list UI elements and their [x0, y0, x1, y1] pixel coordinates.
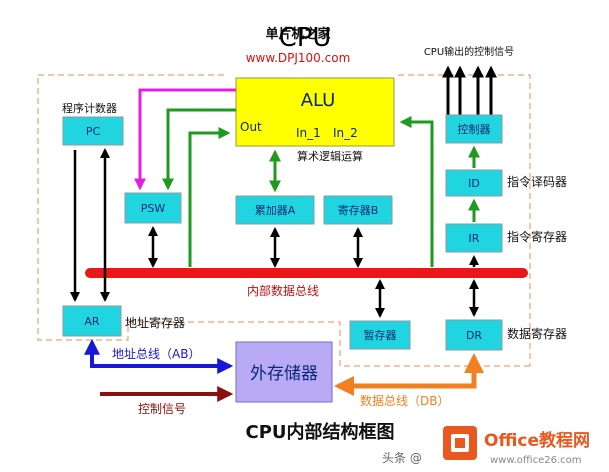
watermark-cpu-overlay: CPU — [279, 23, 332, 53]
register-b — [323, 195, 393, 225]
psw-label: PSW — [141, 202, 166, 215]
controller — [445, 114, 503, 144]
data-bus-arrow — [334, 353, 484, 396]
pc-register — [62, 116, 124, 146]
controller-label: 控制器 — [458, 122, 491, 136]
address-bus-arrow — [84, 338, 234, 374]
cpu-output-label: CPU输出的控制信号 — [424, 45, 514, 58]
green-arrows — [162, 108, 480, 267]
alu-in2-label: In_2 — [333, 126, 358, 140]
address-bus-label: 地址总线（AB） — [112, 347, 200, 361]
data-bus-label: 数据总线（DB） — [360, 393, 449, 408]
instruction-register — [445, 223, 503, 253]
dr-label: DR — [466, 329, 482, 342]
temp-register-label: 暂存器 — [364, 328, 397, 342]
pc-label: PC — [86, 125, 101, 138]
watermark-top-url: www.DPJ100.com — [246, 51, 351, 65]
bottom-watermark: 头条 @ Office教程网 www.office26.com — [382, 426, 590, 466]
register-b-label: 寄存器B — [338, 203, 379, 217]
watermark-site: Office教程网 — [484, 430, 590, 451]
temp-register — [349, 320, 411, 350]
data-register — [445, 319, 503, 351]
alu-out-label: Out — [240, 120, 262, 134]
office-logo-icon — [443, 426, 477, 460]
alu-box — [235, 77, 395, 147]
pc-caption: 程序计数器 — [62, 101, 117, 115]
ar-caption: 地址寄存器 — [125, 315, 185, 330]
ir-label: IR — [469, 232, 480, 245]
internal-bus-label: 内部数据总线 — [247, 283, 319, 298]
dr-caption: 数据寄存器 — [507, 326, 567, 341]
control-signal-lines — [442, 65, 497, 116]
watermark-top-text: 单片机之家 — [265, 26, 331, 42]
accumulator-a — [235, 195, 315, 225]
black-arrows — [70, 148, 479, 318]
diagram-title: CPU内部结构框图 — [245, 421, 394, 443]
top-watermark: 单片机之家 CPU www.DPJ100.com — [246, 23, 351, 65]
magenta-arrow — [134, 88, 236, 191]
external-memory — [235, 341, 333, 403]
accumulator-a-label: 累加器A — [255, 204, 296, 217]
alu-in1-label: In_1 — [296, 126, 321, 140]
control-signal-label: 控制信号 — [138, 402, 186, 416]
external-memory-label: 外存储器 — [250, 364, 318, 384]
address-register — [62, 305, 122, 337]
ar-label: AR — [84, 315, 100, 328]
watermark-prefix: 头条 @ — [382, 451, 422, 465]
ir-caption: 指令寄存器 — [507, 229, 567, 244]
instruction-decoder — [445, 169, 503, 197]
alu-label: ALU — [301, 90, 336, 111]
id-caption: 指令译码器 — [507, 174, 567, 189]
id-label: ID — [468, 177, 480, 190]
psw-register — [124, 192, 182, 224]
alu-caption: 算术逻辑运算 — [297, 149, 363, 163]
watermark-url: www.office26.com — [490, 455, 582, 466]
